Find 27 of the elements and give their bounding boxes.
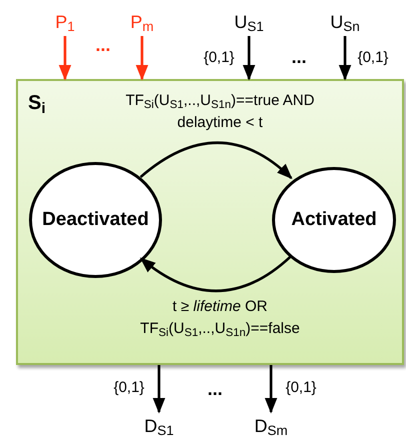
arrow [152,365,166,414]
signal-name: D$_{S1}$ [136,412,182,440]
ellipsis: ... [290,48,308,66]
arrow [140,256,291,292]
signal-name: U$_{Sn}$ [322,8,368,36]
state-panel [16,79,404,365]
ellipsis: ... [206,380,224,398]
arrow [338,36,352,81]
signal-name: P$_{1}$ [45,8,85,36]
signal-name: D$_{Sm}$ [248,412,294,440]
state-circle: Activated [272,167,396,273]
state-circle: Deactivated [29,162,162,278]
signal-name: U$_{S1}$ [226,8,272,36]
arrow [264,365,278,414]
arrow [58,36,72,81]
edge-label: {0,1} [112,378,146,398]
edge-label: {0,1} [284,378,318,398]
edge-label: {0,1} [356,48,390,68]
panel-title: S$_{i}$ [28,93,46,113]
signal-name: P$_{m}$ [122,8,162,36]
transition-condition: TF$_{Si}$(U$_{S1}$,..,U$_{S1n}$)==true AND delaytime < t [124,91,316,133]
transition-condition: t ≥ lifetime OR TF$_{Si}$(U$_{S1}$,..,U$_{S1n}$)==false [139,297,301,340]
edge-label: {0,1} [202,48,236,68]
arrow [140,142,292,180]
arrow [242,36,256,81]
ellipsis: ... [94,36,112,54]
arrow [136,36,148,81]
